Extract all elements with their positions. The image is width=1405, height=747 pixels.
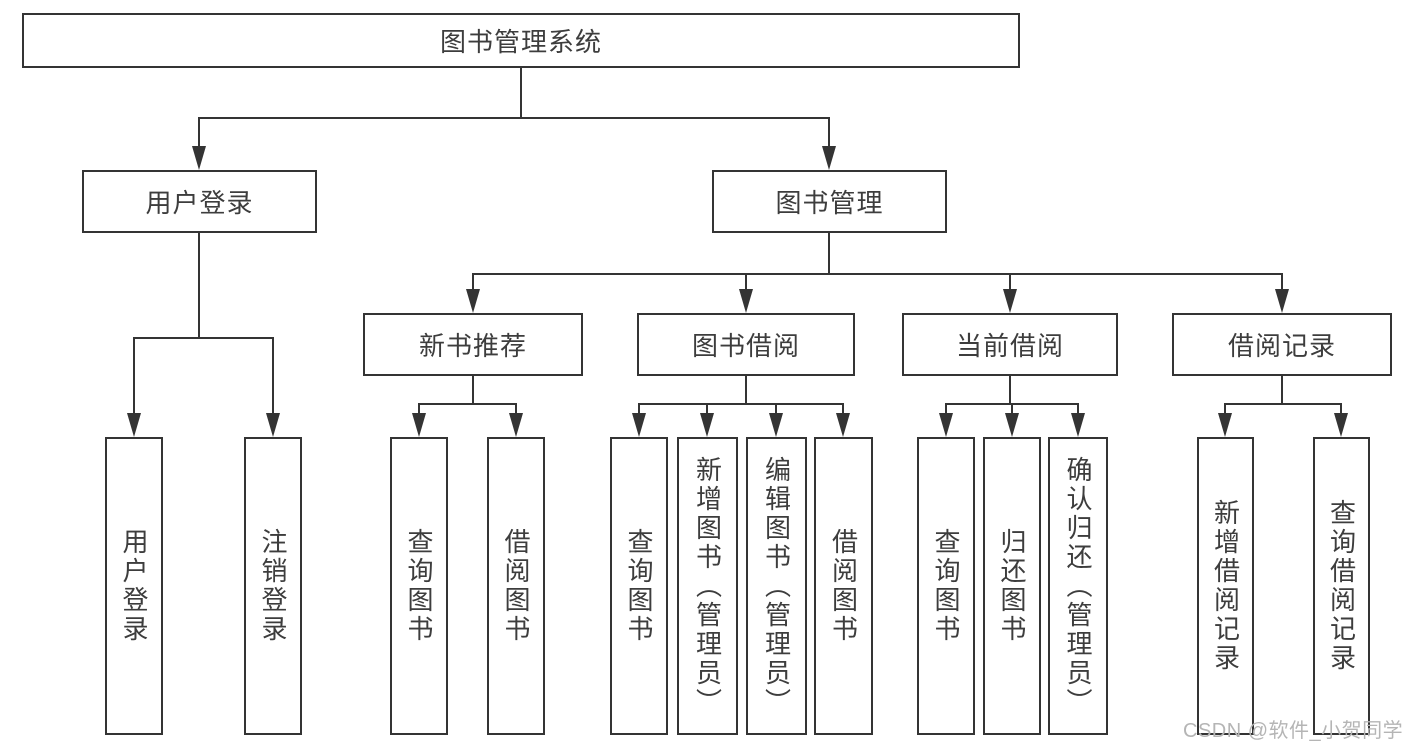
connector-line-v xyxy=(1009,376,1011,403)
connector-arrow xyxy=(1071,403,1085,437)
connector-arrow xyxy=(769,403,783,437)
connector-arrow xyxy=(939,403,953,437)
connector-arrow xyxy=(822,117,836,170)
connector-arrow xyxy=(1334,403,1348,437)
connector-arrow xyxy=(700,403,714,437)
leaf-label: 编辑图书（管理员） xyxy=(761,455,792,717)
connector-arrow xyxy=(412,403,426,437)
leaf-search-books-recommend: 查询图书 xyxy=(390,437,448,735)
node-user-login: 用户登录 xyxy=(82,170,317,233)
leaf-confirm-return-admin: 确认归还（管理员） xyxy=(1048,437,1108,735)
connector-line-h xyxy=(472,273,1283,275)
connector-line-h xyxy=(638,403,844,405)
leaf-label: 注销登录 xyxy=(258,528,288,644)
node-current-borrowing: 当前借阅 xyxy=(902,313,1118,376)
leaf-label: 借阅图书 xyxy=(501,528,531,644)
connector-line-h xyxy=(198,117,830,119)
connector-line-h xyxy=(133,337,274,339)
node-new-book-recommendation: 新书推荐 xyxy=(363,313,583,376)
leaf-label: 查询图书 xyxy=(404,528,434,644)
connector-arrow xyxy=(1003,273,1017,313)
connector-arrow xyxy=(632,403,646,437)
leaf-user-login: 用户登录 xyxy=(105,437,163,735)
connector-arrow xyxy=(266,337,280,437)
connector-arrow xyxy=(836,403,850,437)
connector-arrow xyxy=(192,117,206,170)
leaf-borrow-books: 借阅图书 xyxy=(814,437,873,735)
node-book-management: 图书管理 xyxy=(712,170,947,233)
leaf-return-books: 归还图书 xyxy=(983,437,1041,735)
node-label: 图书管理系统 xyxy=(439,27,602,57)
leaf-logout: 注销登录 xyxy=(244,437,302,735)
connector-line-h xyxy=(418,403,517,405)
leaf-label: 借阅图书 xyxy=(828,528,859,644)
leaf-label: 查询借阅记录 xyxy=(1326,499,1357,673)
leaf-edit-books-admin: 编辑图书（管理员） xyxy=(746,437,807,735)
connector-arrow xyxy=(1218,403,1232,437)
connector-arrow xyxy=(1275,273,1289,313)
connector-line-v xyxy=(472,376,474,403)
connector-arrow xyxy=(1005,403,1019,437)
csdn-watermark: CSDN @软件_小贺同学 xyxy=(1183,720,1404,742)
node-label: 当前借阅 xyxy=(955,331,1064,361)
leaf-search-borrow-record: 查询借阅记录 xyxy=(1313,437,1370,735)
leaf-label: 确认归还（管理员） xyxy=(1063,455,1093,717)
connector-line-v xyxy=(198,233,200,337)
connector-line-v xyxy=(828,233,830,273)
connector-arrow xyxy=(127,337,141,437)
leaf-label: 用户登录 xyxy=(119,528,149,644)
leaf-add-borrow-record: 新增借阅记录 xyxy=(1197,437,1254,735)
node-borrowing-records: 借阅记录 xyxy=(1172,313,1392,376)
node-library-management-system: 图书管理系统 xyxy=(22,13,1020,68)
leaf-search-books-current: 查询图书 xyxy=(917,437,975,735)
connector-arrow xyxy=(509,403,523,437)
leaf-label: 新增图书（管理员） xyxy=(692,455,723,717)
leaf-search-books-borrowing: 查询图书 xyxy=(610,437,668,735)
leaf-label: 归还图书 xyxy=(997,528,1027,644)
node-label: 图书管理 xyxy=(775,188,884,218)
connector-arrow xyxy=(466,273,480,313)
node-label: 新书推荐 xyxy=(418,331,527,361)
node-book-borrowing: 图书借阅 xyxy=(637,313,855,376)
node-label: 借阅记录 xyxy=(1227,331,1336,361)
leaf-label: 新增借阅记录 xyxy=(1210,499,1241,673)
node-label: 图书借阅 xyxy=(691,331,800,361)
leaf-borrow-books-recommend: 借阅图书 xyxy=(487,437,545,735)
leaf-label: 查询图书 xyxy=(624,528,654,644)
connector-arrow xyxy=(739,273,753,313)
leaf-add-books-admin: 新增图书（管理员） xyxy=(677,437,738,735)
connector-line-v xyxy=(1281,376,1283,403)
connector-line-h xyxy=(1224,403,1342,405)
node-label: 用户登录 xyxy=(145,188,254,218)
connector-line-v xyxy=(745,376,747,403)
leaf-label: 查询图书 xyxy=(931,528,961,644)
connector-line-v xyxy=(520,68,522,117)
